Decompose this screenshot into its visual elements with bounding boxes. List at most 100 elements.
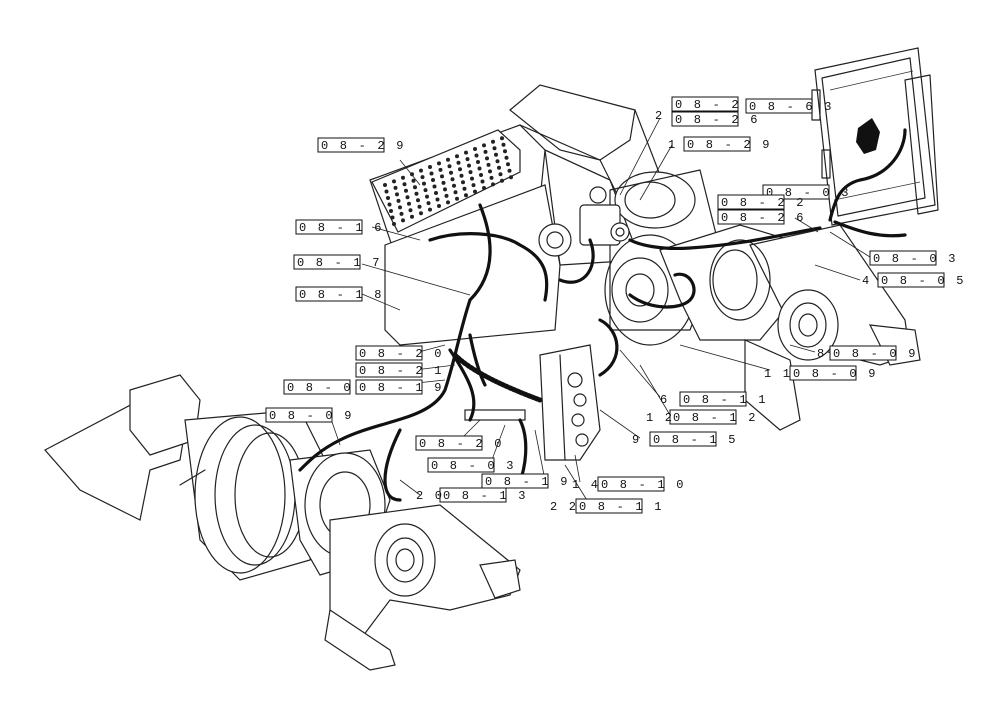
- perforation-hole: [444, 193, 449, 198]
- perforation-hole: [395, 192, 399, 197]
- perforation-hole: [477, 166, 482, 171]
- reference-label: 0 8 - 1 7: [293, 254, 382, 270]
- item-number: 4: [862, 274, 871, 288]
- reference-label: 0 8 - 0 9: [789, 365, 875, 381]
- svg-text:0 8 - 0 9: 0 8 - 0 9: [287, 381, 372, 395]
- perforation-hole: [434, 191, 438, 195]
- perforation-hole: [446, 157, 450, 162]
- control-valve-block: [464, 344, 601, 461]
- perforation-hole: [417, 204, 422, 209]
- perforation-hole: [455, 196, 459, 201]
- perforation-hole: [458, 167, 462, 172]
- perforation-hole: [468, 170, 473, 175]
- perforation-hole: [399, 211, 404, 216]
- item-numbers: 2 1 4 8 1 1 6 1 2 9 1 4 2 2 2 0: [416, 109, 871, 514]
- perforation-hole: [414, 191, 419, 196]
- svg-text:0 8 - 2 6: 0 8 - 2 6: [675, 113, 760, 127]
- hydraulic-pump: [538, 186, 630, 257]
- item-number: 2 2: [550, 500, 578, 514]
- reference-label: 0 8 - 2 0: [415, 435, 504, 451]
- svg-text:0 8 - 1 1: 0 8 - 1 1: [683, 393, 768, 407]
- perforation-hole: [384, 189, 389, 194]
- perforation-hole: [435, 197, 440, 202]
- item-number: 1 4: [572, 478, 600, 492]
- reference-label: 0 8 - 6 3: [745, 98, 831, 114]
- perforation-hole: [446, 200, 450, 205]
- svg-text:0 8 - 2 2: 0 8 - 2 2: [721, 196, 806, 210]
- svg-text:0 8 - 1 9: 0 8 - 1 9: [485, 475, 570, 489]
- reference-label: 0 8 - 1 2: [669, 409, 758, 425]
- perforation-hole: [482, 186, 486, 190]
- svg-text:0 8 - 1 5: 0 8 - 1 5: [653, 433, 738, 447]
- svg-text:0 8 - 0 9: 0 8 - 0 9: [269, 409, 354, 423]
- reference-label: 0 8 - 0 3: [869, 250, 955, 266]
- perforation-hole: [404, 188, 408, 193]
- perforation-hole: [489, 175, 494, 180]
- perforation-hole: [447, 164, 452, 169]
- reference-label: 0 8 - 0 3: [427, 457, 516, 473]
- svg-text:0 8 - 0 5: 0 8 - 0 5: [881, 274, 966, 288]
- perforation-hole: [398, 205, 402, 210]
- item-number: 1: [668, 138, 677, 152]
- reference-label: 0 8 - 2 9: [317, 137, 406, 153]
- perforation-hole: [443, 187, 447, 192]
- perforation-hole: [419, 168, 423, 173]
- perforation-hole: [416, 198, 420, 203]
- perforation-hole: [509, 175, 513, 180]
- perforation-hole: [431, 178, 435, 182]
- perforation-hole: [392, 222, 396, 226]
- reference-label: 0 8 - 2 0: [355, 345, 441, 361]
- perforation-hole: [494, 152, 498, 157]
- reference-label: 0 8 - 0 9: [829, 345, 918, 361]
- reference-label: 0 8 - 1 3: [439, 487, 525, 503]
- svg-text:0 8 - 2 0: 0 8 - 2 0: [419, 437, 504, 451]
- perforation-hole: [383, 183, 387, 187]
- perforation-hole: [506, 162, 510, 167]
- perforation-hole: [482, 143, 486, 148]
- perforation-hole: [459, 173, 464, 178]
- svg-text:0 8 - 0 3: 0 8 - 0 3: [431, 459, 516, 473]
- reference-label: 0 8 - 0 9: [265, 407, 354, 423]
- perforation-hole: [402, 182, 407, 187]
- svg-text:0 8 - 2 9: 0 8 - 2 9: [321, 139, 406, 153]
- perforation-hole: [437, 161, 441, 166]
- perforation-hole: [476, 160, 480, 164]
- perforation-hole: [492, 146, 497, 151]
- perforation-hole: [410, 214, 414, 219]
- perforation-hole: [471, 183, 476, 188]
- perforation-hole: [422, 181, 426, 186]
- perforation-hole: [392, 179, 396, 184]
- perforation-hole: [501, 142, 506, 147]
- perforation-hole: [491, 182, 495, 187]
- reference-label: 0 8 - 1 1: [575, 498, 664, 514]
- perforation-hole: [387, 202, 392, 207]
- perforation-hole: [419, 211, 423, 216]
- perforation-hole: [461, 180, 465, 185]
- svg-text:0 8 - 0 9: 0 8 - 0 9: [833, 347, 918, 361]
- perforation-hole: [488, 169, 492, 174]
- perforation-hole: [474, 153, 479, 158]
- svg-text:0 8 - 1 1: 0 8 - 1 1: [579, 500, 664, 514]
- perforation-hole: [441, 180, 446, 185]
- perforation-hole: [467, 163, 471, 168]
- perforation-hole: [432, 184, 437, 189]
- perforation-hole: [470, 176, 474, 181]
- perforation-hole: [450, 177, 455, 182]
- svg-text:0 8 - 1 7: 0 8 - 1 7: [297, 256, 382, 270]
- perforation-hole: [429, 171, 434, 176]
- perforation-hole: [485, 156, 489, 161]
- svg-text:0 8 - 1 6: 0 8 - 1 6: [299, 221, 384, 235]
- perforation-hole: [465, 157, 470, 162]
- svg-text:0 8 - 1 2: 0 8 - 1 2: [673, 411, 758, 425]
- reference-label: 0 8 - 1 9: [355, 379, 441, 395]
- svg-text:0 8 - 1 8: 0 8 - 1 8: [299, 288, 384, 302]
- perforation-hole: [473, 147, 477, 151]
- reference-label: 0 8 - 1 0: [597, 476, 686, 492]
- perforation-hole: [498, 172, 503, 177]
- svg-text:0 8 - 2 2: 0 8 - 2 2: [675, 98, 760, 112]
- reference-label: 0 8 - 2 1: [355, 362, 441, 378]
- perforation-hole: [396, 198, 401, 203]
- perforated-guard-plate: [371, 129, 521, 233]
- perforation-hole: [491, 139, 495, 144]
- svg-text:0 8 - 1 0: 0 8 - 1 0: [601, 478, 686, 492]
